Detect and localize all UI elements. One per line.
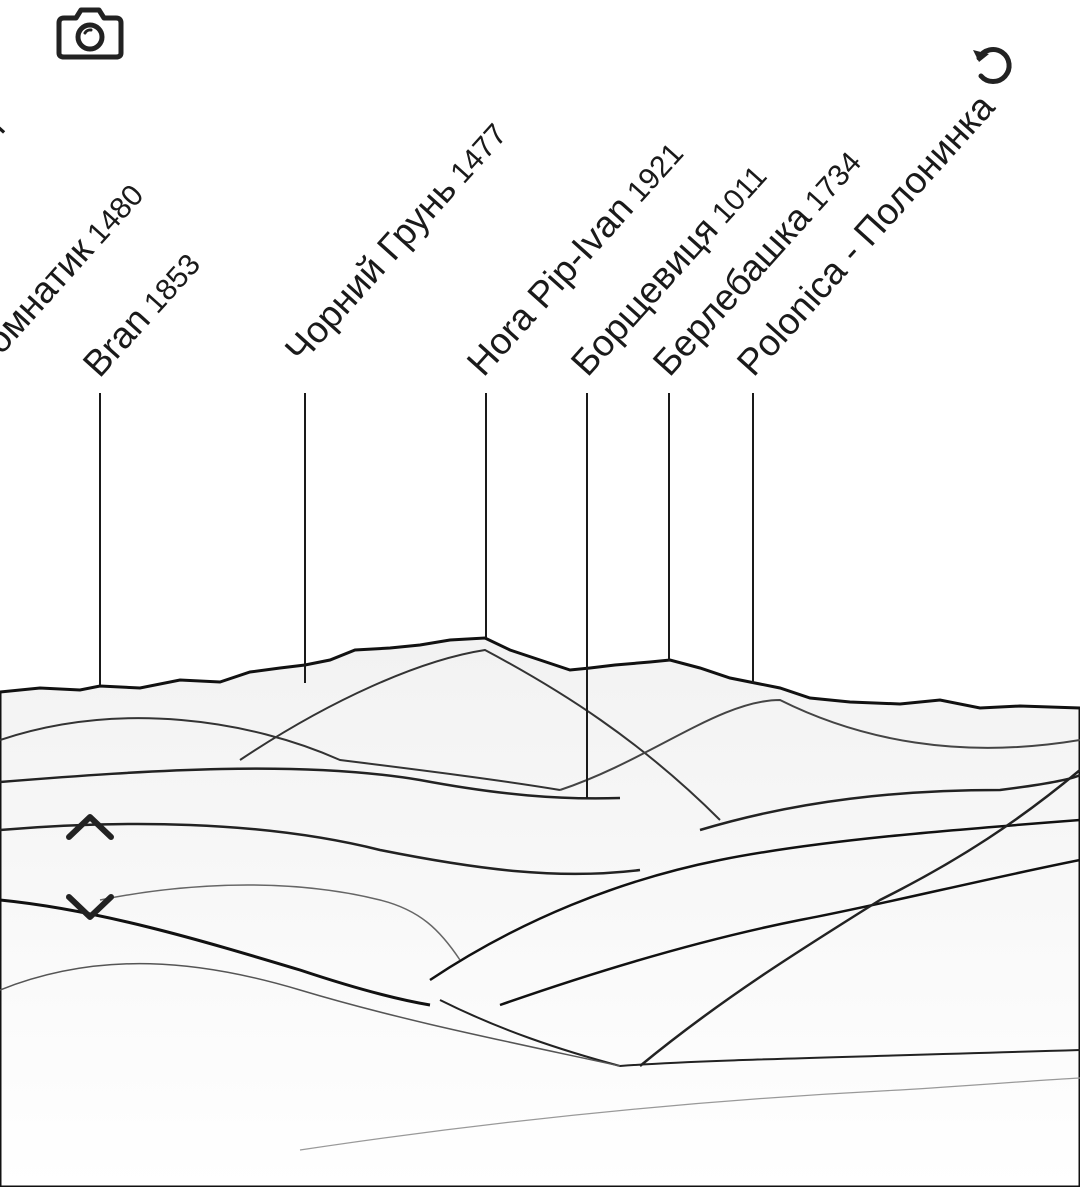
ridge-11 (0, 962, 621, 1067)
ridge-1 (0, 717, 561, 791)
leader-line-borshchevytsia (586, 393, 588, 798)
tilt-up-button[interactable] (60, 804, 120, 848)
ridge-2 (239, 648, 721, 821)
ridge-9 (499, 858, 1080, 1007)
chevron-down-icon (66, 894, 114, 920)
ridge-7 (0, 898, 431, 1007)
camera-button[interactable] (52, 2, 128, 64)
foreground-line (299, 1077, 1080, 1151)
ridge-13 (99, 884, 461, 961)
rotate-ccw-icon (973, 47, 1012, 85)
leader-line-chorny-grun (304, 393, 306, 683)
ridge-8 (429, 818, 1080, 982)
tilt-down-button[interactable] (60, 886, 120, 930)
leader-line-bran (99, 393, 101, 685)
ridge-6 (699, 773, 1080, 832)
chevron-up-icon (66, 814, 114, 840)
ridge-5 (0, 822, 641, 876)
ridge-4 (0, 767, 621, 800)
camera-icon (56, 7, 124, 60)
ridge-3 (559, 698, 1080, 791)
leader-line-pip-ivan (485, 393, 487, 638)
ridge-12 (639, 769, 1080, 1067)
ridge-horizon (0, 636, 1080, 1187)
reset-view-button[interactable] (962, 36, 1020, 92)
ridge-10 (439, 999, 1080, 1068)
leader-line-polonica (752, 393, 754, 683)
leader-line-berlebashka (668, 393, 670, 661)
